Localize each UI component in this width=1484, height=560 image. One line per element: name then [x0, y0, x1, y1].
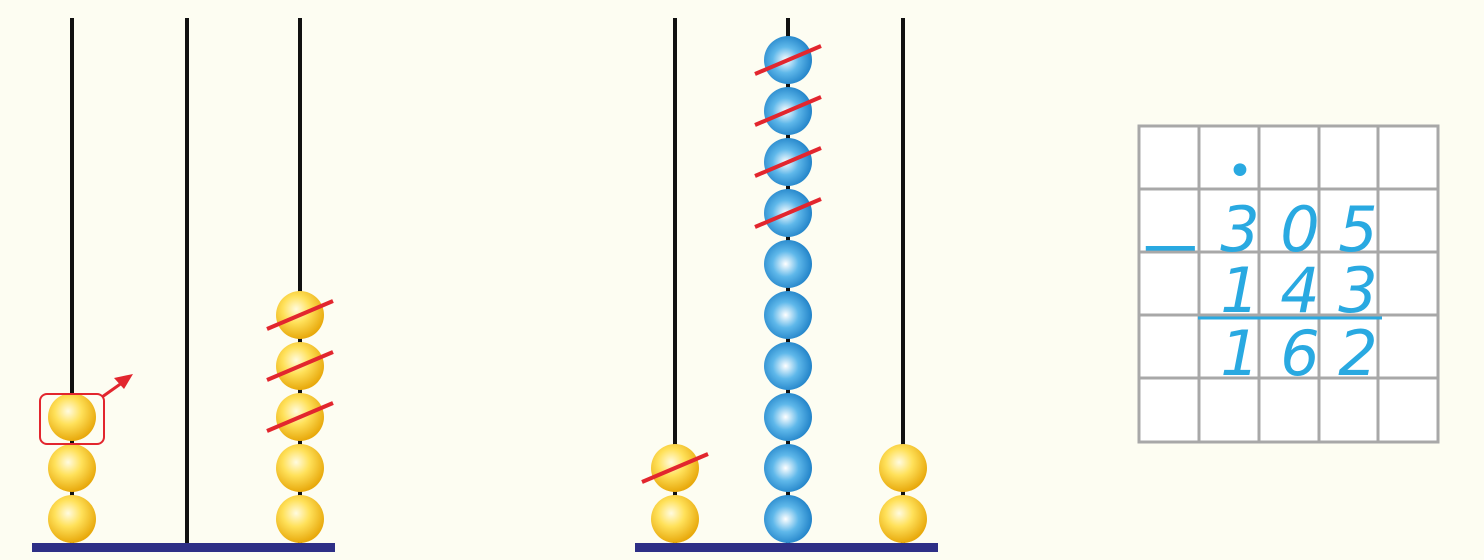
abacus-right	[635, 18, 938, 552]
abacus-bead	[764, 240, 812, 288]
abacus-bead	[651, 495, 699, 543]
abacus-bead	[764, 444, 812, 492]
bead-group	[642, 36, 927, 543]
abacus-bead	[764, 393, 812, 441]
abacus-bead	[48, 495, 96, 543]
subtraction-grid: • − 3 0 5 1 4 3 1 6 2	[1138, 126, 1438, 442]
minus-sign: −	[1138, 215, 1204, 280]
borrow-dot: •	[1227, 146, 1253, 197]
abacus-bead	[48, 393, 96, 441]
abacus-bead	[48, 444, 96, 492]
difference-digit: 2	[1338, 317, 1377, 390]
abacus-bead	[764, 291, 812, 339]
abacus-bead	[276, 444, 324, 492]
abacus-base	[32, 543, 335, 552]
abacus-bead	[879, 444, 927, 492]
abacus-bead	[764, 495, 812, 543]
carry-arrow-icon	[102, 374, 133, 397]
abacus-bead	[879, 495, 927, 543]
bead-group	[48, 291, 333, 543]
abacus-bead	[276, 495, 324, 543]
difference-digit: 1	[1220, 317, 1259, 390]
difference-digit: 6	[1280, 317, 1319, 390]
abacus-base	[635, 543, 938, 552]
abacus-left	[32, 18, 335, 552]
abacus-bead	[764, 342, 812, 390]
